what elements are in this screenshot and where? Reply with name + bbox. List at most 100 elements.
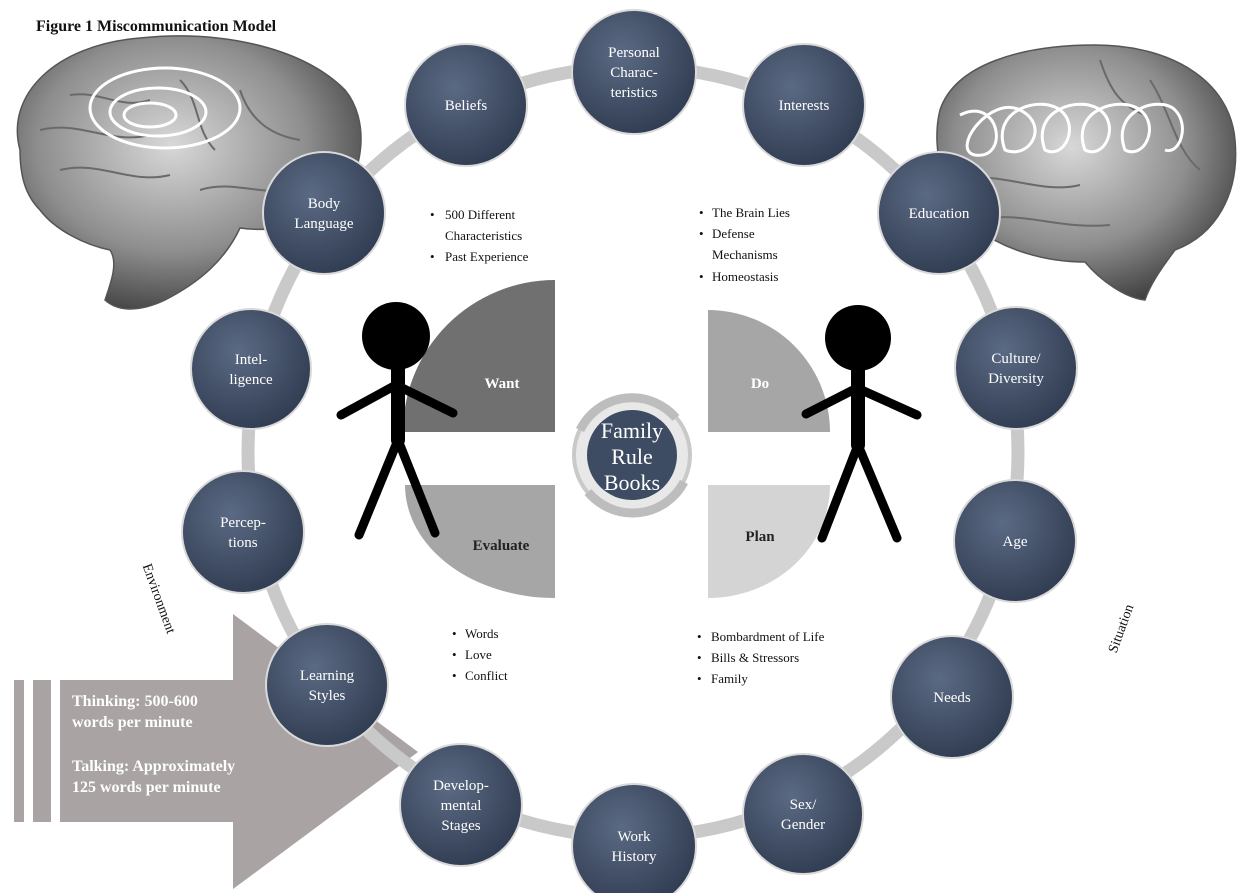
label-do: Do <box>751 376 769 392</box>
bullet-item: The Brain Lies <box>712 205 790 220</box>
bullet-item: Defense <box>712 226 755 241</box>
ring-node-circle <box>954 306 1078 430</box>
svg-text:•: • <box>697 671 702 686</box>
ring-node-label: Stages <box>441 818 480 834</box>
ring-node: Percep-tions <box>181 470 305 594</box>
bullet-item: Bombardment of Life <box>711 629 825 644</box>
hub-line-3: Books <box>604 470 660 495</box>
left-brain-image <box>16 35 362 310</box>
environment-label: Environment <box>139 562 178 636</box>
ring-node: Needs <box>890 635 1014 759</box>
svg-text:•: • <box>699 226 704 241</box>
bullet-item: Family <box>711 671 748 686</box>
ring-node-label: Gender <box>781 817 825 833</box>
ring-node-circle <box>953 479 1077 603</box>
ring-node-label: Culture/ <box>991 351 1041 367</box>
quadrant-want <box>403 280 555 432</box>
ring-node-circle <box>742 43 866 167</box>
ring-node-label: Language <box>294 216 353 232</box>
svg-text:•: • <box>430 249 435 264</box>
bullet-item: Words <box>465 626 499 641</box>
ring-node-label: History <box>612 849 658 865</box>
quadrant-evaluate <box>405 485 555 598</box>
ring-node: Sex/Gender <box>742 753 864 875</box>
ring-node-label: Styles <box>309 688 346 704</box>
ring-node-label: Age <box>1003 534 1028 550</box>
ring-nodes: PersonalCharac-teristicsInterestsEducati… <box>181 9 1078 893</box>
thinking-line-2: words per minute <box>72 714 193 731</box>
ring-node-circle <box>181 470 305 594</box>
ring-node: Culture/Diversity <box>954 306 1078 430</box>
ring-node-label: Needs <box>933 690 971 706</box>
svg-text:•: • <box>452 626 457 641</box>
family-rule-books-hub <box>572 393 692 518</box>
stick-figure-right <box>801 305 922 543</box>
bullet-item: Bills & Stressors <box>711 650 799 665</box>
ring-node-label: Develop- <box>433 778 489 794</box>
ring-node-label: Education <box>909 206 970 222</box>
ring-node-label: Beliefs <box>445 98 488 114</box>
bullet-item-cont: Mechanisms <box>712 247 778 262</box>
ring-node-label: Intel- <box>235 352 267 368</box>
right-brain-image <box>936 44 1237 301</box>
ring-node-label: Learning <box>300 668 355 684</box>
ring-node-label: Body <box>308 196 341 212</box>
figure-title: Figure 1 Miscommunication Model <box>36 18 277 35</box>
ring-node-circle <box>399 743 523 867</box>
arrow-text: Thinking: 500-600 words per minute Talki… <box>72 693 235 796</box>
bullets-bottom-left: •Words •Love •Conflict <box>452 626 508 683</box>
label-evaluate: Evaluate <box>473 538 530 554</box>
ring-node-label: Sex/ <box>790 797 818 813</box>
talking-line-1: Talking: Approximately <box>72 758 235 775</box>
bullet-item: 500 Different <box>445 207 516 222</box>
hub-line-1: Family <box>601 418 663 443</box>
ring-node-label: Interests <box>779 98 830 114</box>
bullet-item: Past Experience <box>445 249 529 264</box>
svg-text:•: • <box>430 207 435 222</box>
ring-node-label: Personal <box>608 45 660 61</box>
ring-node: Beliefs <box>404 43 528 167</box>
ring-node-label: mental <box>441 798 482 814</box>
ring-node-label: Diversity <box>988 371 1044 387</box>
bullets-bottom-right: •Bombardment of Life •Bills & Stressors … <box>697 629 825 686</box>
ring-node-circle <box>404 43 528 167</box>
ring-node-circle <box>265 623 389 747</box>
bullets-top-left: • 500 Different Characteristics • Past Exp… <box>430 207 529 264</box>
ring-node-label: teristics <box>611 85 658 101</box>
svg-text:•: • <box>699 205 704 220</box>
speed-arrow <box>14 614 418 889</box>
ring-node-label: tions <box>228 535 257 551</box>
ring-node: Education <box>877 151 1001 275</box>
bullets-top-right: • The Brain Lies • Defense Mechanisms • Hom… <box>699 205 790 284</box>
talking-line-2: 125 words per minute <box>72 779 221 796</box>
thinking-line-1: Thinking: 500-600 <box>72 693 198 710</box>
ring-node-circle <box>262 151 386 275</box>
quadrant-do <box>708 310 830 432</box>
quadrant-plan <box>708 485 830 598</box>
svg-text:•: • <box>697 650 702 665</box>
ring-node-circle <box>190 308 312 430</box>
stick-figure-left <box>336 302 458 540</box>
ring-node-circle <box>571 783 697 893</box>
svg-text:•: • <box>699 269 704 284</box>
ring-node-circle <box>877 151 1001 275</box>
hub-text: Family Rule Books <box>601 418 663 495</box>
ring-node-circle <box>571 9 697 135</box>
bullet-item: Love <box>465 647 492 662</box>
situation-label: Situation <box>1106 602 1137 655</box>
bullet-item-cont: Characteristics <box>445 228 522 243</box>
label-want: Want <box>484 376 519 392</box>
ring-node-label: Charac- <box>610 65 657 81</box>
ring-node-label: Percep- <box>220 515 266 531</box>
ring-node: Age <box>953 479 1077 603</box>
bullet-item: Homeostasis <box>712 269 778 284</box>
ring-node: Interests <box>742 43 866 167</box>
ring-node-label: Work <box>618 829 651 845</box>
ring-node-circle <box>742 753 864 875</box>
hub-line-2: Rule <box>611 444 653 469</box>
